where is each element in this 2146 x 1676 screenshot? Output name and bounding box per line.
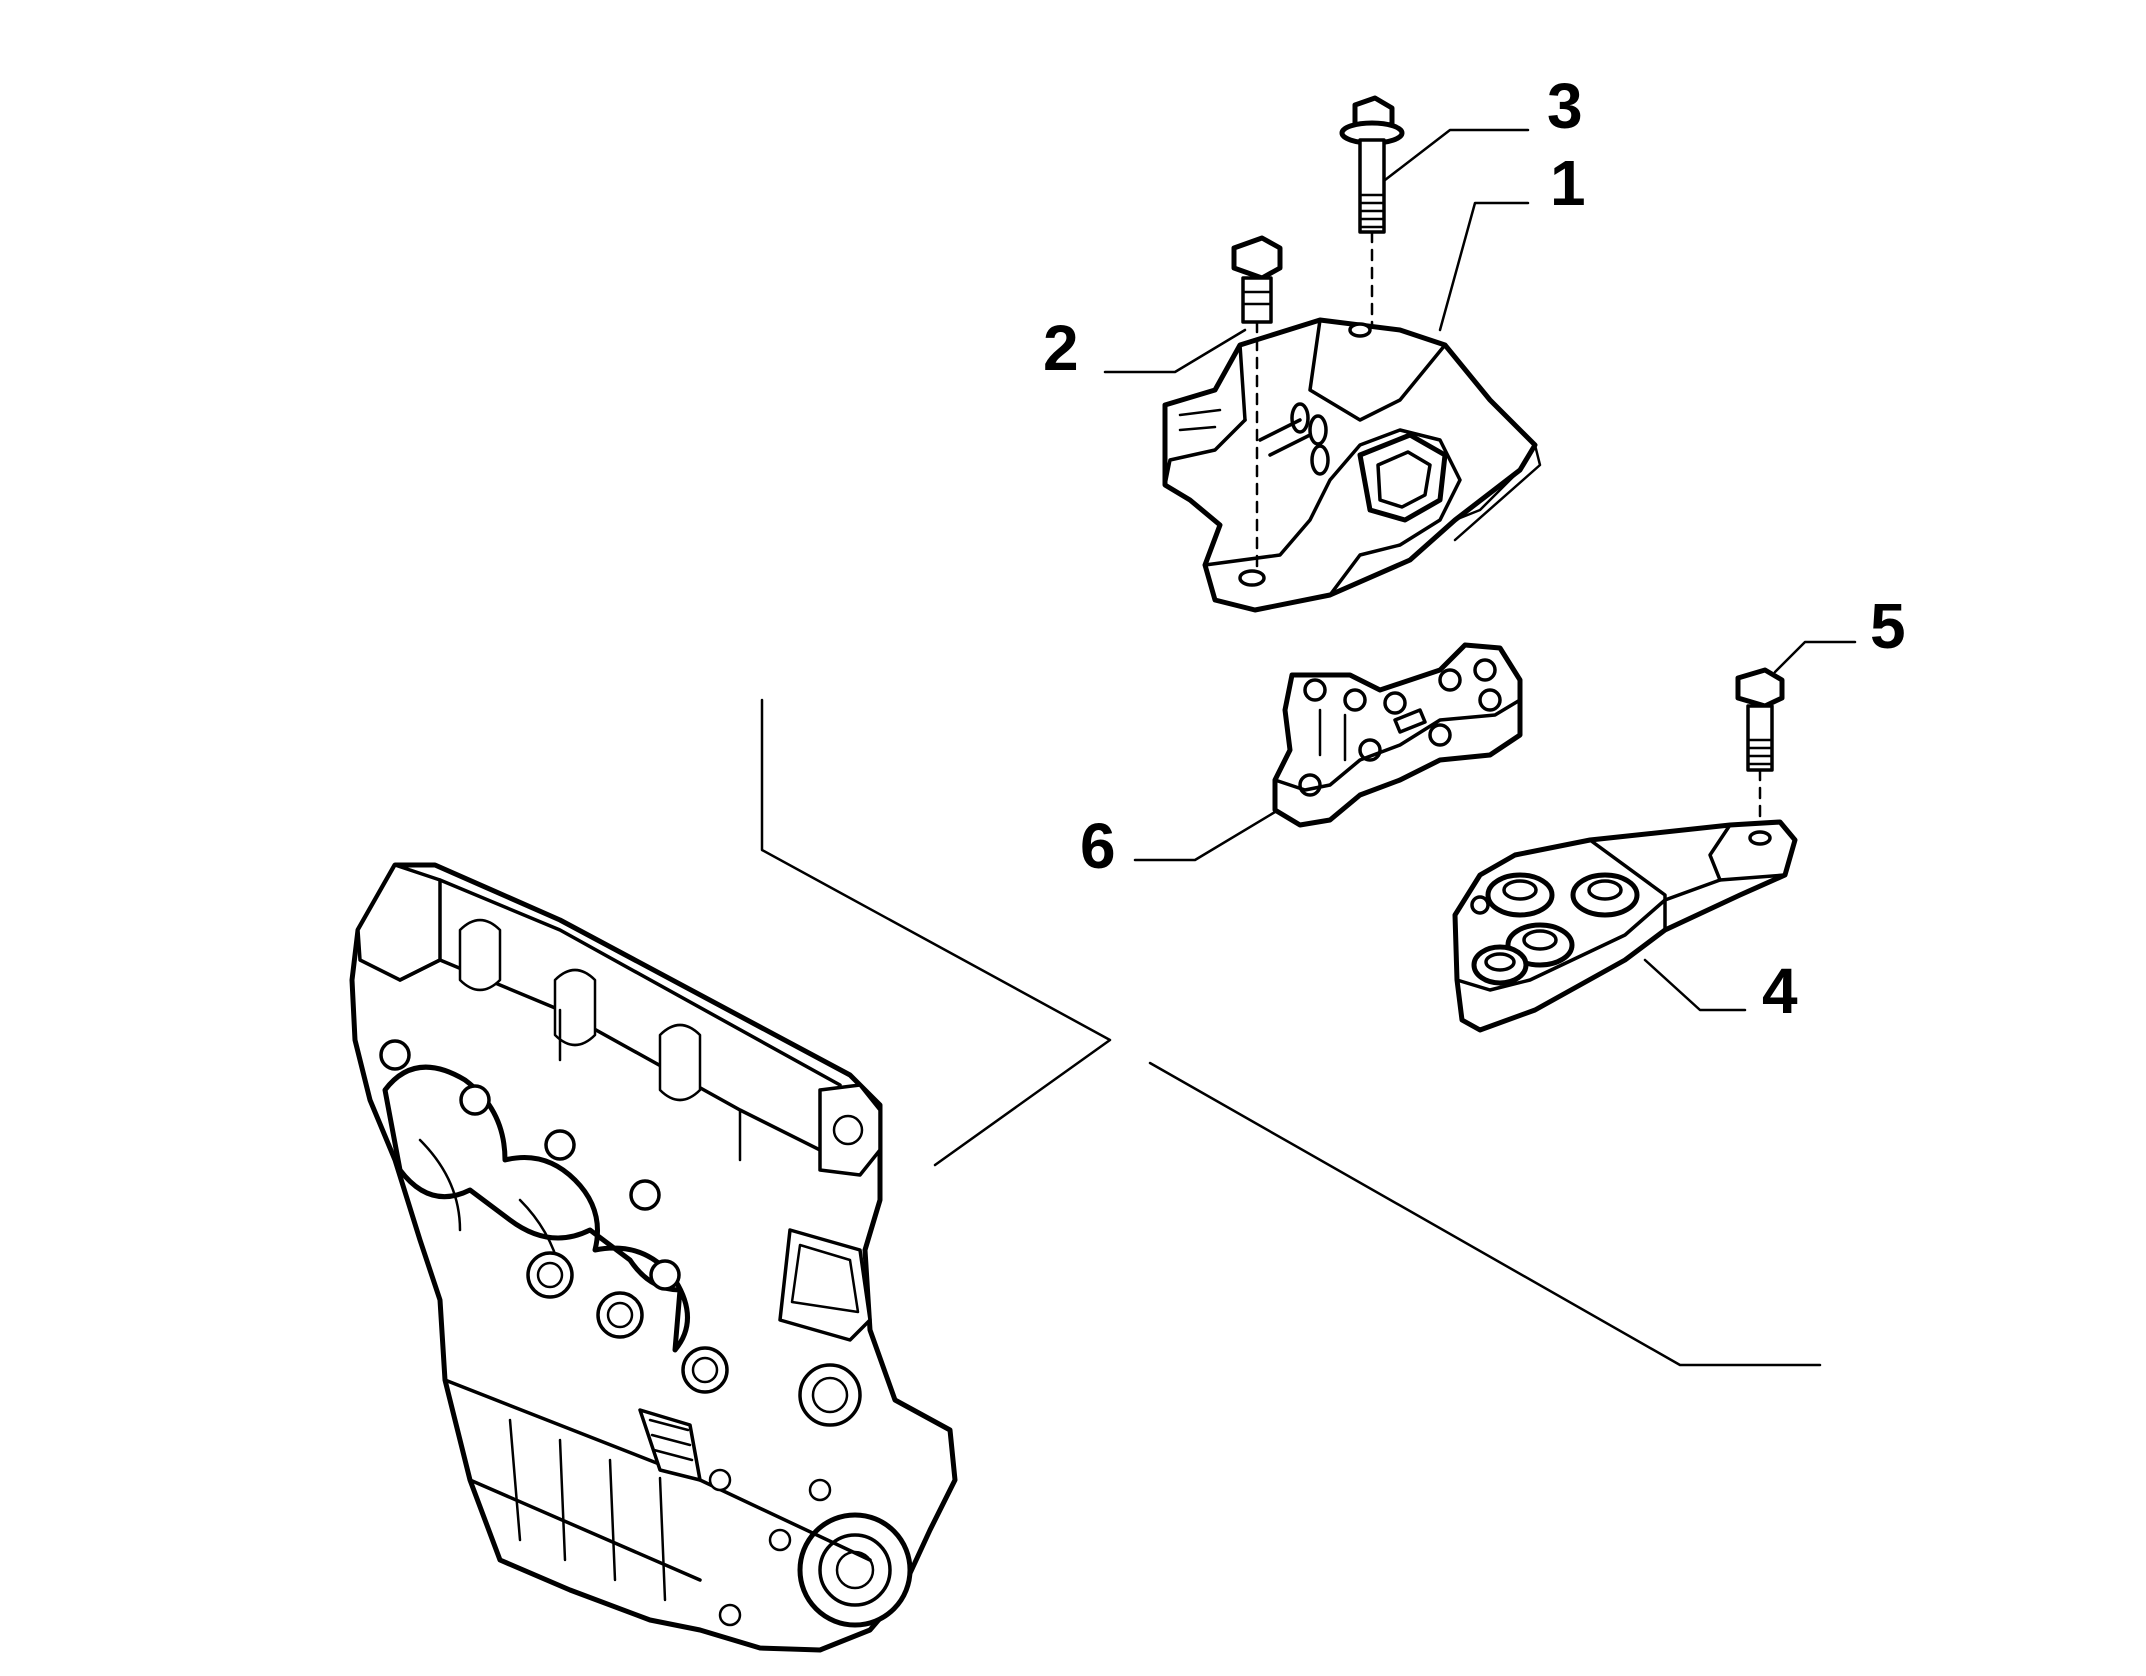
leader-1 (1438, 201, 1530, 332)
callout-labels: 1 2 3 4 5 6 (1043, 70, 1906, 1027)
leader-4 (1643, 958, 1747, 1012)
part-2-bolt (1231, 235, 1283, 574)
callout-2: 2 (1043, 312, 1079, 384)
part-3-bolt-with-washer (1339, 95, 1405, 327)
leader-3 (1383, 128, 1530, 182)
leader-6 (1133, 810, 1277, 862)
part-1-engine-mount (1162, 317, 1542, 613)
callout-leaders (1103, 128, 1857, 1012)
callout-3: 3 (1547, 70, 1583, 142)
assembly-leader-lines (760, 698, 1822, 1367)
leader-2 (1103, 328, 1247, 374)
callout-6: 6 (1080, 810, 1116, 882)
part-5-bolt (1735, 667, 1785, 832)
part-6-bracket-plate (1272, 642, 1523, 828)
leader-5 (1773, 640, 1857, 674)
engine-block (349, 862, 958, 1653)
part-4-lower-mount (1452, 819, 1798, 1033)
callout-4: 4 (1762, 955, 1798, 1027)
callout-1: 1 (1550, 147, 1586, 219)
callout-5: 5 (1870, 590, 1906, 662)
